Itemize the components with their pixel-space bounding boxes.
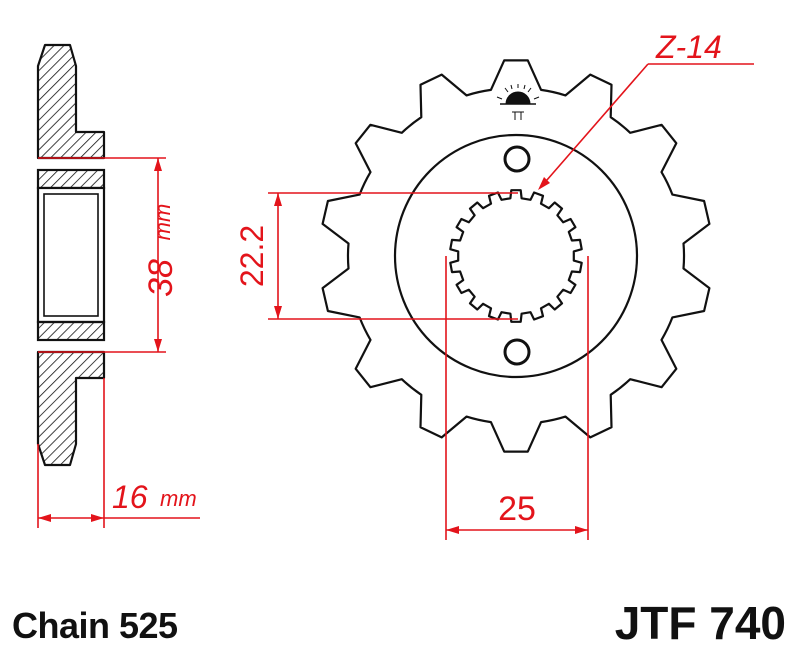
dimension-38-unit: mm [150, 204, 175, 241]
spline-bore [449, 189, 583, 323]
dimension-16mm [37, 378, 200, 528]
chain-label: Chain 525 [12, 605, 178, 646]
lower-hub-band [36, 320, 106, 342]
dimension-22-2 [268, 192, 518, 320]
bore-inner [43, 193, 99, 317]
upper-tooth-section [36, 43, 106, 160]
dimension-22-2-value: 22.2 [234, 225, 270, 287]
upper-hub-band [36, 168, 106, 190]
dimension-25 [445, 256, 589, 540]
teeth-count-leader [538, 63, 754, 190]
hub-circle [393, 133, 639, 379]
lower-tooth-section [36, 350, 106, 467]
bore-section [36, 186, 106, 324]
lower-bolt-hole [503, 338, 531, 366]
teeth-count-label: Z-14 [655, 29, 722, 65]
sunrise-logo-icon [496, 84, 540, 120]
dimension-38-value: 38 [142, 259, 180, 297]
dimension-16-unit: mm [160, 486, 197, 511]
upper-bolt-hole [503, 145, 531, 173]
front-view: 22.2 25 Z-14 [234, 29, 754, 540]
part-number: JTF 740 [614, 597, 786, 649]
side-section-view: 38 mm 16 mm [36, 43, 200, 528]
dimension-16-value: 16 [112, 479, 148, 515]
dimension-25-value: 25 [498, 490, 536, 528]
dimension-38mm [38, 157, 166, 353]
